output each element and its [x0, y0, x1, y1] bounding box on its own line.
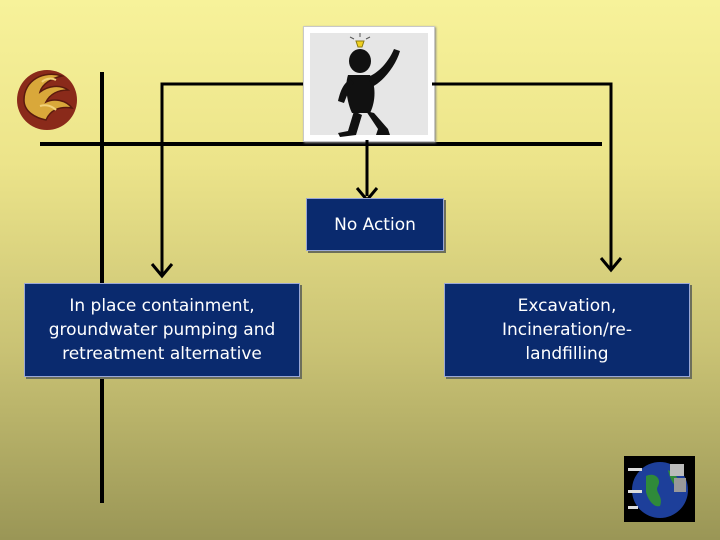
top-horizontal-rule: [40, 142, 602, 146]
excavation-box: Excavation, Incineration/re-landfilling: [444, 283, 690, 377]
containment-label: In place containment, groundwater pumpin…: [48, 296, 276, 364]
pegasus-logo-icon: [17, 70, 77, 130]
globe-badge-icon: [628, 462, 688, 518]
excavation-label: Excavation, Incineration/re-landfilling: [502, 296, 632, 364]
arrow-right-icon: [599, 257, 623, 273]
thinking-person-card: [303, 26, 435, 142]
no-action-label: No Action: [334, 214, 416, 235]
containment-box: In place containment, groundwater pumpin…: [24, 283, 300, 377]
thinking-person-icon: [310, 33, 428, 137]
arrow-left-icon: [150, 263, 174, 279]
globe-badge: [624, 456, 695, 522]
no-action-box: No Action: [306, 198, 444, 251]
